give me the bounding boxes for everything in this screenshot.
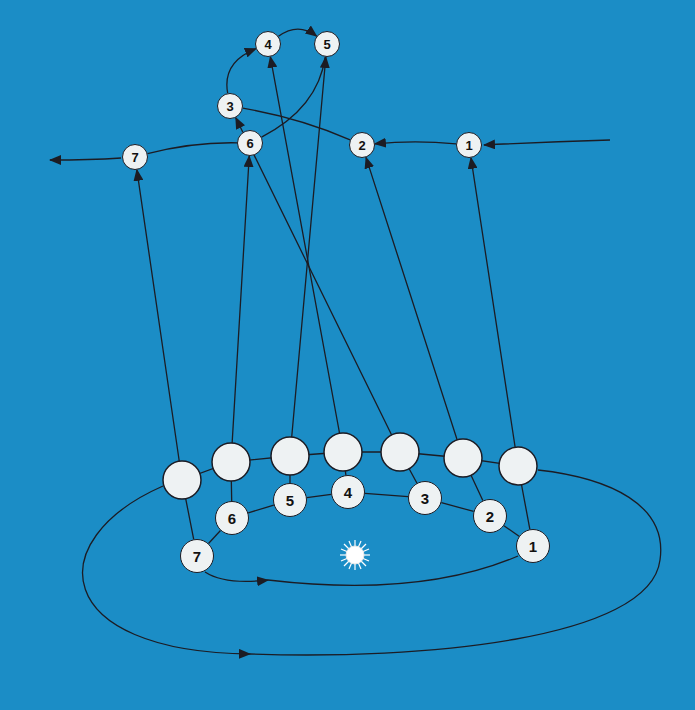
inner-orbit (268, 556, 518, 585)
sight-line (375, 142, 456, 144)
position-number: 7 (193, 549, 201, 564)
sky-position: 7 (122, 144, 148, 170)
sight-line (504, 526, 519, 537)
sky-position: 6 (237, 130, 263, 156)
sky-position: 1 (456, 132, 482, 158)
position-number: 4 (344, 485, 352, 500)
outer-planet (163, 433, 537, 499)
sky-position: 3 (217, 93, 243, 119)
earth-position: 4 (331, 475, 365, 509)
outer-orbit (250, 470, 661, 655)
sight-line (441, 503, 473, 512)
sight-line (307, 494, 331, 497)
sky-position: 2 (349, 132, 375, 158)
sun (340, 540, 370, 570)
position-number: 1 (465, 139, 472, 152)
sight-line (270, 57, 346, 475)
earth-position: 6 (215, 501, 249, 535)
earth-position: 2 (473, 499, 507, 533)
position-number: 5 (323, 38, 330, 51)
earth-position: 1 (516, 529, 550, 563)
position-number: 3 (421, 491, 429, 506)
position-number: 5 (286, 493, 294, 508)
sky-path (484, 140, 610, 145)
sight-line (209, 531, 221, 544)
sight-line (236, 118, 417, 483)
sight-line (290, 57, 326, 483)
sky-position: 5 (314, 31, 340, 57)
sight-line (278, 29, 316, 36)
sight-line (148, 143, 237, 154)
earth-position: 3 (408, 481, 442, 515)
position-number: 3 (226, 100, 233, 113)
outer-orbit (83, 486, 250, 654)
position-number: 2 (486, 509, 494, 524)
position-number: 1 (529, 539, 537, 554)
sight-line (366, 157, 483, 500)
sight-line (248, 505, 274, 513)
sky-position: 4 (255, 31, 281, 57)
inner-orbit (205, 572, 268, 581)
sight-line (227, 49, 256, 93)
earth-position: 5 (273, 483, 307, 517)
position-number: 2 (358, 139, 365, 152)
sky-path (50, 158, 121, 160)
position-number: 4 (264, 38, 271, 51)
position-number: 6 (228, 511, 236, 526)
sight-line (365, 493, 408, 496)
position-number: 6 (246, 137, 253, 150)
sight-line (262, 57, 326, 137)
position-number: 7 (131, 151, 138, 164)
earth-position: 7 (180, 539, 214, 573)
